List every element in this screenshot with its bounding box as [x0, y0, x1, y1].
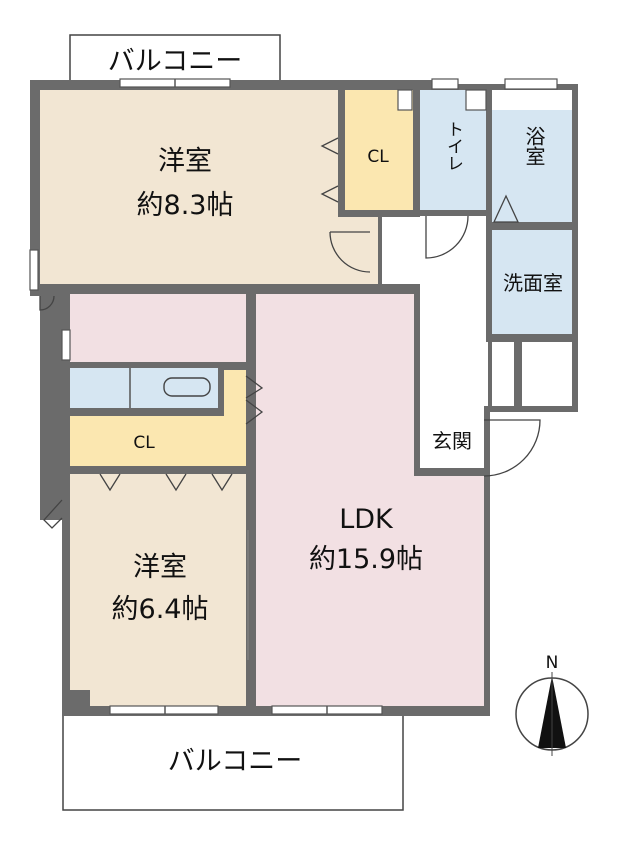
ldk-name: LDK: [339, 504, 394, 535]
balcony-top: [69, 34, 281, 84]
balcony-top-label: バルコニー: [108, 46, 242, 77]
balcony-bottom: [62, 714, 404, 811]
balcony-bottom-label: バルコニー: [168, 746, 302, 777]
closet-2-label: CL: [133, 433, 155, 453]
western-room-2: [70, 474, 246, 706]
entrance-label: 玄関: [432, 429, 472, 453]
storage: [492, 342, 572, 406]
utility-area: [70, 368, 218, 408]
closet-1-label: CL: [367, 147, 389, 167]
western-room-1: [40, 90, 338, 284]
closet-2: [70, 416, 246, 466]
washroom: [492, 230, 572, 334]
compass-label: N: [546, 653, 559, 673]
western-room-1-size: 約8.3帖: [137, 190, 234, 221]
ldk-annex: [70, 294, 246, 362]
western-room-2-name: 洋室: [133, 552, 187, 583]
western-room-2-size: 約6.4帖: [112, 594, 209, 625]
north-compass-icon: N: [515, 653, 589, 756]
ldk-size: 約15.9帖: [309, 544, 423, 575]
bathroom-label: 浴室: [522, 126, 546, 166]
closet-small: [224, 370, 246, 428]
western-room-1-name: 洋室: [158, 146, 212, 177]
bathtub-icon: [163, 377, 211, 397]
washroom-label: 洗面室: [503, 271, 563, 295]
toilet-label: トイレ: [443, 121, 463, 172]
bathroom: [492, 110, 572, 222]
entrance: [420, 406, 484, 470]
ldk: [256, 294, 414, 706]
